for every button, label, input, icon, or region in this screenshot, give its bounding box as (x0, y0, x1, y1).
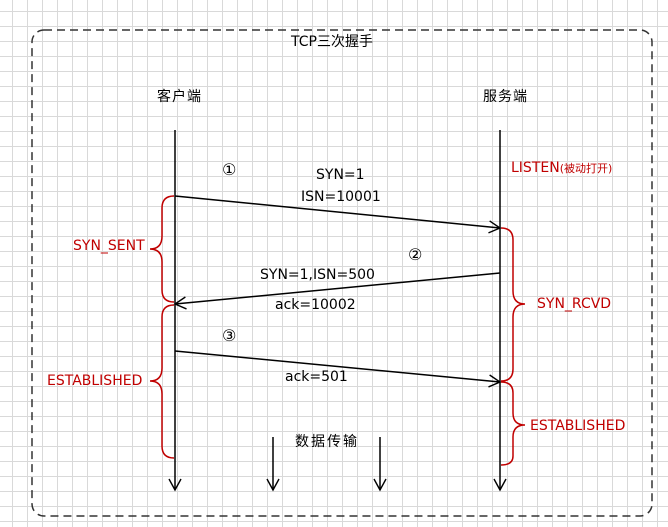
server-established-state: ESTABLISHED (530, 418, 626, 434)
step-marker-1: ① (222, 160, 237, 179)
syn-message-arrow (174, 195, 502, 234)
ack-501-label: ack=501 (285, 369, 348, 385)
step-marker-3: ③ (222, 326, 237, 345)
server-label: 服务端 (483, 89, 528, 105)
syn-flag-label: SYN=1 (316, 167, 365, 183)
isn-client-label: ISN=10001 (301, 189, 381, 205)
listen-note: (被动打开) (559, 162, 613, 175)
server-established-brace (500, 381, 526, 466)
client-established-state: ESTABLISHED (47, 373, 143, 389)
step-marker-2: ② (408, 245, 423, 264)
data-transfer-label: 数据传输 (295, 434, 359, 450)
listen-state-name: LISTEN (511, 160, 560, 176)
client-established-brace (149, 304, 175, 459)
syn-isn-server-label: SYN=1,ISN=500 (260, 267, 375, 283)
dashed-frame (31, 29, 653, 517)
listen-state: LISTEN(被动打开) (511, 161, 612, 175)
ack-10002-label: ack=10002 (275, 297, 356, 313)
syn-rcvd-brace (500, 227, 526, 382)
client-label: 客户端 (157, 89, 202, 105)
diagram-title: TCP三次握手 (291, 34, 373, 50)
ack-message-arrow (174, 350, 502, 388)
syn-sent-brace (149, 195, 175, 303)
syn-sent-state: SYN_SENT (73, 238, 145, 254)
syn-rcvd-state: SYN_RCVD (537, 296, 612, 312)
syn-ack-message-arrow (173, 272, 501, 310)
